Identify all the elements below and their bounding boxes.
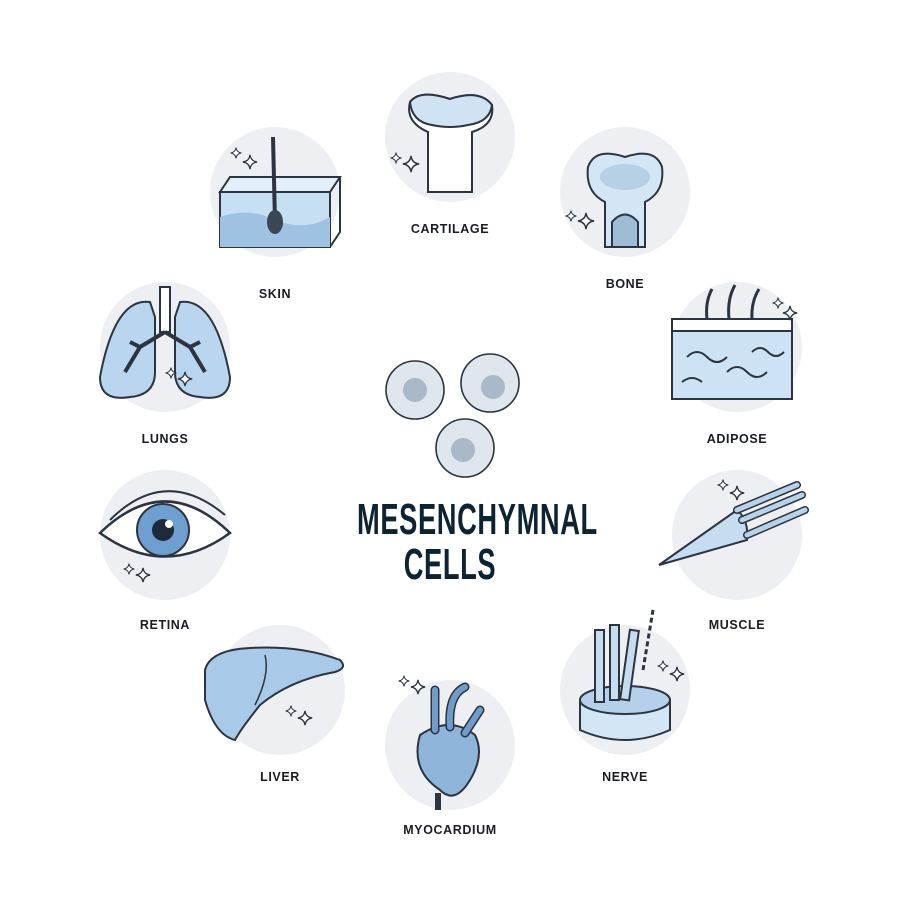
lungs-icon xyxy=(98,286,232,399)
node-label: ADIPOSE xyxy=(706,432,768,446)
mesenchymal-cells-illustration xyxy=(385,353,520,478)
title-line-1: MESENCHYMNAL xyxy=(357,495,598,544)
eye-icon xyxy=(98,490,232,583)
heart-icon xyxy=(398,675,485,810)
node-label: LUNGS xyxy=(141,432,189,446)
node-bone: BONE xyxy=(555,127,695,297)
node-myocardium: MYOCARDIUM xyxy=(380,675,520,850)
title-line-2: CELLS xyxy=(403,540,497,589)
node-label: CARTILAGE xyxy=(410,222,490,236)
nerve-icon xyxy=(579,609,685,741)
node-nerve: NERVE xyxy=(555,609,695,795)
liver-icon xyxy=(204,646,345,742)
node-lungs: LUNGS xyxy=(95,282,235,452)
diagram-title: MESENCHYMNAL CELLS xyxy=(357,495,598,589)
node-label: LIVER xyxy=(260,770,300,784)
node-label: MUSCLE xyxy=(708,618,766,632)
node-liver: LIVER xyxy=(204,625,350,795)
node-label: SKIN xyxy=(258,287,292,301)
node-adipose: ADIPOSE xyxy=(667,282,807,452)
node-label: BONE xyxy=(605,277,645,291)
muscle-icon xyxy=(658,479,809,566)
cartilage-icon xyxy=(390,93,494,193)
bone-icon xyxy=(565,152,664,248)
node-cartilage: CARTILAGE xyxy=(380,72,520,242)
adipose-icon xyxy=(671,284,798,400)
node-retina: RETINA xyxy=(95,470,235,640)
node-muscle: MUSCLE xyxy=(658,470,809,640)
node-label: MYOCARDIUM xyxy=(403,823,497,837)
node-label: NERVE xyxy=(602,770,648,784)
node-label: RETINA xyxy=(139,618,191,632)
node-skin: SKIN xyxy=(205,127,345,301)
skin-icon xyxy=(218,136,342,248)
